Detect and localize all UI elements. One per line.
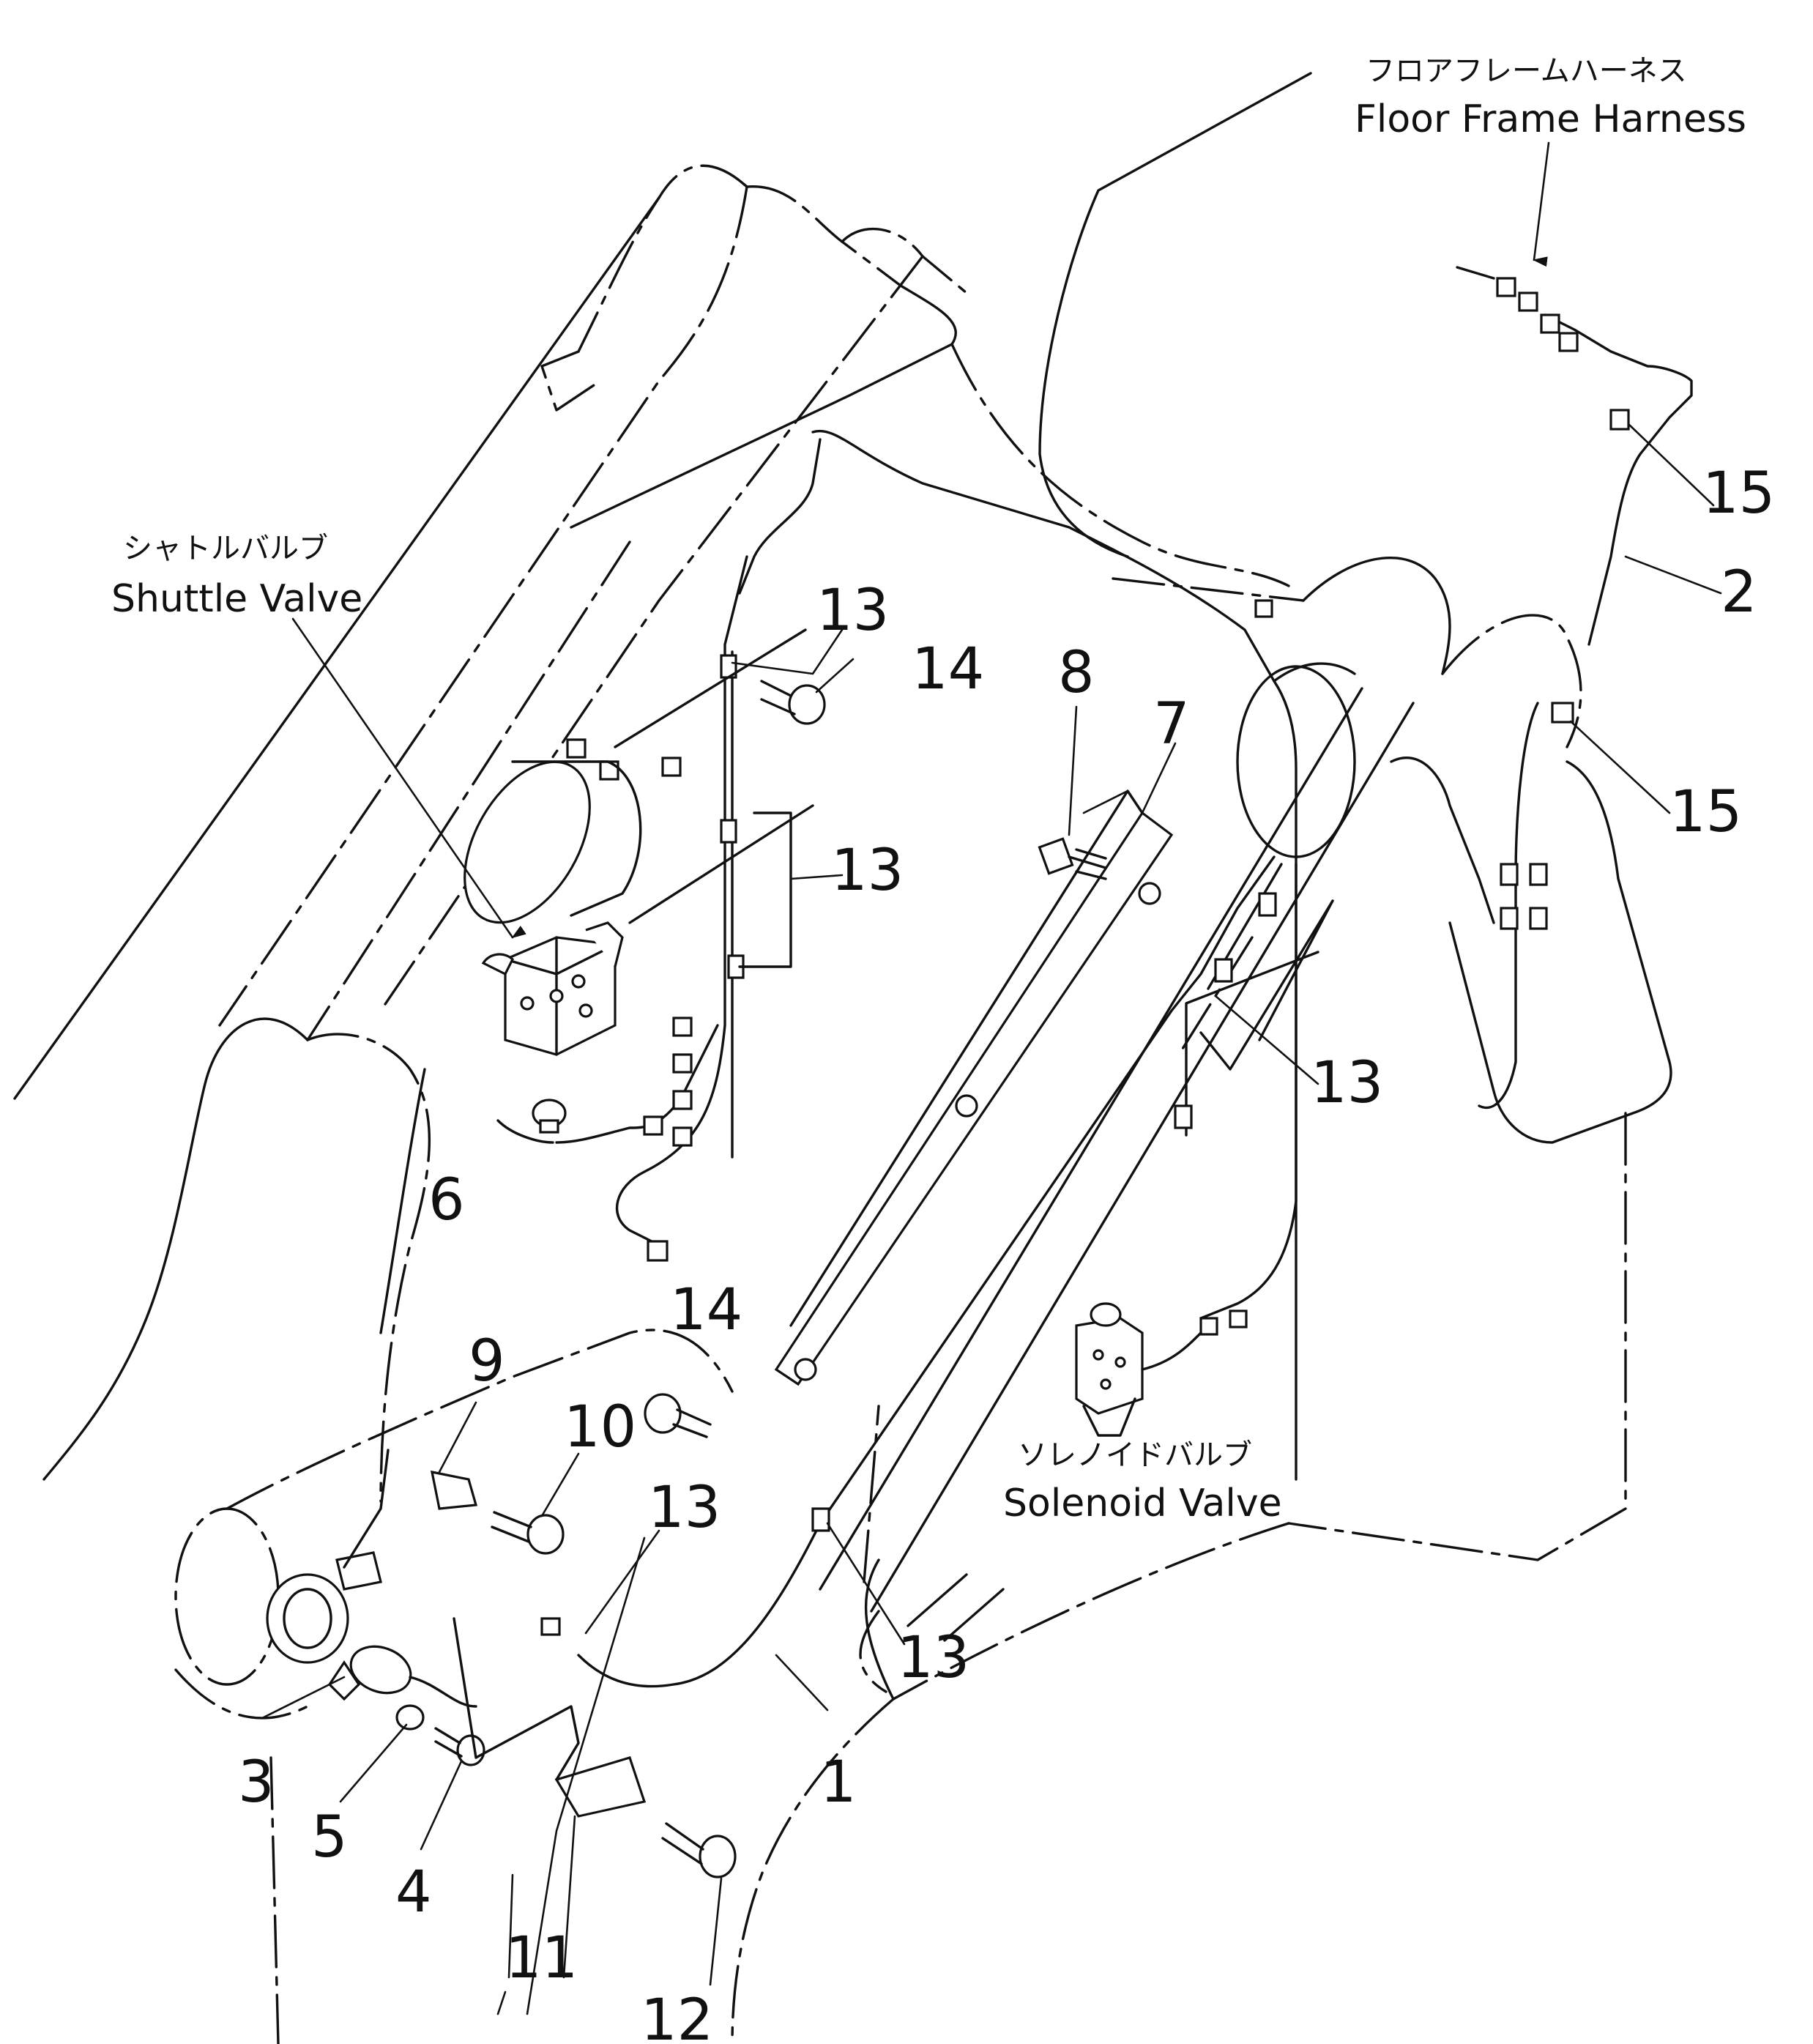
callout-13: 13 xyxy=(897,1625,969,1691)
clip-icon xyxy=(540,1617,561,1636)
callout-4: 4 xyxy=(395,1859,432,1925)
callout-10: 10 xyxy=(564,1394,636,1460)
callout-1: 1 xyxy=(820,1750,857,1816)
callout-6: 6 xyxy=(428,1167,465,1233)
washer-icon xyxy=(395,1704,425,1731)
leader-lines xyxy=(262,141,1722,2015)
clip-icon xyxy=(720,819,737,844)
clip-icon xyxy=(1258,892,1277,917)
connector-icon xyxy=(1529,907,1548,930)
callout-11: 11 xyxy=(505,1925,578,1991)
clip-icon xyxy=(811,1507,830,1532)
connector-icon xyxy=(1558,332,1579,352)
components xyxy=(327,628,1202,1878)
bracket-icon xyxy=(430,1470,478,1510)
connector-icon xyxy=(661,757,682,777)
callout-12: 12 xyxy=(641,1988,713,2044)
text-labels: フロアフレームハーネス Floor Frame Harness シャトルバルブ … xyxy=(111,54,1746,1525)
callout-14: 14 xyxy=(912,636,984,702)
connector-icon xyxy=(672,1053,693,1074)
solenoid-valve-icon xyxy=(1075,1302,1202,1437)
solenoid-valve-label-jp: ソレノイドバルブ xyxy=(1018,1438,1252,1472)
callout-2: 2 xyxy=(1721,560,1757,625)
callout-7: 7 xyxy=(1153,691,1190,757)
connectors xyxy=(540,266,1630,1636)
hydraulic-cylinder xyxy=(464,628,814,924)
connector-icon xyxy=(1529,863,1548,886)
buzzer-icon xyxy=(327,1645,477,1708)
connector-icon xyxy=(672,1090,693,1110)
bolt-icon xyxy=(491,1511,565,1555)
callout-15: 15 xyxy=(1669,779,1742,845)
bolt-icon xyxy=(644,1393,712,1438)
connector-icon xyxy=(672,1126,693,1147)
solenoid-valve-label: Solenoid Valve xyxy=(1003,1482,1282,1525)
connector-icon xyxy=(672,1017,693,1037)
connector-icon xyxy=(643,1115,663,1136)
bolt-icon xyxy=(661,1822,737,1878)
floor-frame-harness-label-jp: フロアフレームハーネス xyxy=(1366,54,1687,88)
connector-icon xyxy=(1229,1309,1248,1328)
shuttle-valve-label: Shuttle Valve xyxy=(111,577,362,621)
callout-13: 13 xyxy=(831,838,904,904)
connector-icon xyxy=(1518,291,1538,312)
bolt-icon xyxy=(1038,837,1107,880)
connector-icon xyxy=(566,738,587,759)
connector-icon xyxy=(1540,313,1560,334)
callout-9: 9 xyxy=(469,1328,505,1394)
connector-icon xyxy=(1500,907,1519,930)
callout-13: 13 xyxy=(816,578,889,644)
callout-3: 3 xyxy=(238,1750,275,1816)
wire-harness xyxy=(496,313,1693,1688)
clip-icon xyxy=(1174,1104,1193,1129)
callout-5: 5 xyxy=(311,1805,348,1870)
bracket-icon xyxy=(554,1756,647,1818)
bolt-icon xyxy=(760,680,826,725)
callout-13: 13 xyxy=(648,1475,721,1541)
shuttle-valve-icon xyxy=(481,921,624,1056)
clip-icon xyxy=(1214,958,1233,983)
callout-numbers: 1 2 3 4 5 6 7 8 9 10 11 12 13 13 13 13 1… xyxy=(238,461,1775,2044)
bolt-icon xyxy=(434,1727,485,1766)
connector-icon xyxy=(1496,277,1516,297)
connector-icon xyxy=(1500,863,1519,886)
clip-icon xyxy=(1609,409,1630,431)
pressure-sensor-icon xyxy=(532,1099,567,1134)
connector-icon xyxy=(1199,1317,1218,1336)
connector-icon xyxy=(1254,599,1273,618)
callout-15: 15 xyxy=(1702,461,1775,527)
callout-8: 8 xyxy=(1058,640,1095,706)
connector-icon xyxy=(647,1240,669,1262)
frame-outline xyxy=(13,72,1672,2044)
bracket-icon xyxy=(335,1551,382,1591)
floor-frame-harness-label: Floor Frame Harness xyxy=(1355,97,1746,141)
callout-14: 14 xyxy=(670,1277,742,1343)
clip-icon xyxy=(1551,702,1574,724)
shuttle-valve-label-jp: シャトルバルブ xyxy=(123,532,328,565)
callout-13: 13 xyxy=(1311,1050,1383,1116)
